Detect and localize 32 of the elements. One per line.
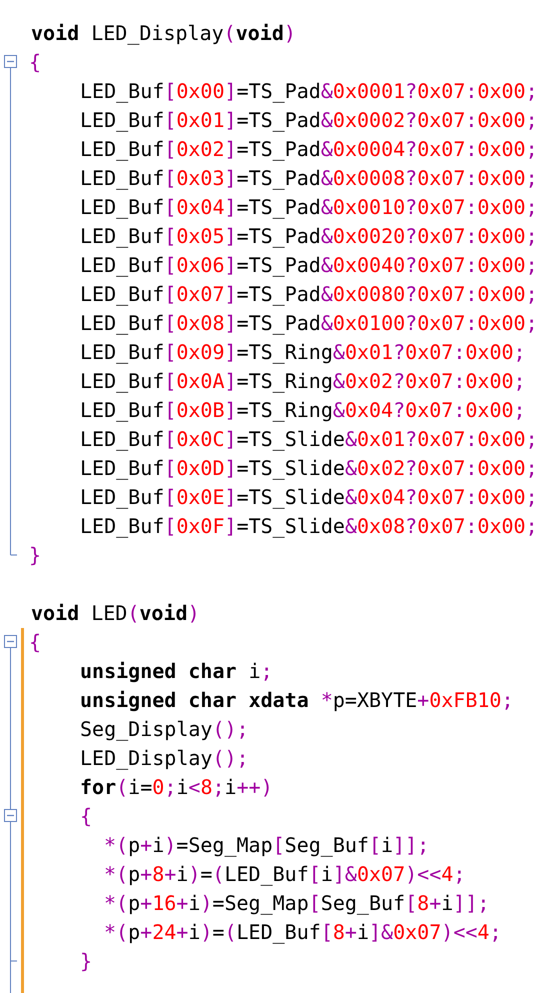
code-line: LED_Buf[0x03]=TS_Pad&0x0008?0x07:0x00; [80, 164, 538, 192]
code-line: void LED(void) [31, 600, 200, 626]
code-line: unsigned char i; [80, 658, 273, 684]
code-line: LED_Buf[0x0A]=TS_Ring&0x02?0x07:0x00; [80, 368, 526, 395]
code-line: } [80, 948, 92, 974]
code-line: LED_Buf[0x07]=TS_Pad&0x0080?0x07:0x00; [80, 280, 538, 308]
code-line: LED_Buf[0x02]=TS_Pad&0x0004?0x07:0x00; [80, 136, 538, 163]
code-line: unsigned char xdata*p=XBYTE+0xFB10; [80, 686, 514, 714]
code-line: LED_Buf[0x04]=TS_Pad&0x0010?0x07:0x00; [80, 194, 538, 221]
code-line: { [29, 628, 42, 656]
code-line: LED_Buf[0x01]=TS_Pad&0x0002?0x07:0x00; [80, 106, 538, 134]
code-line: LED_Buf[0x00]=TS_Pad&0x0001?0x07:0x00; [80, 78, 538, 105]
code-line: *(p+16+i)=Seg_Map[Seg_Buf[8+i]]; [104, 890, 490, 917]
code-line: LED_Buf[0x0F]=TS_Slide&0x08?0x07:0x00; [80, 512, 538, 540]
code-line: LED_Buf[0x05]=TS_Pad&0x0020?0x07:0x00; [80, 222, 538, 250]
code-line: LED_Buf[0x0D]=TS_Slide&0x02?0x07:0x00; [80, 454, 538, 482]
code-line: } [29, 542, 42, 568]
code-line: void LED_Display(void) [31, 20, 296, 47]
code-line: LED_Buf[0x08]=TS_Pad&0x0100?0x07:0x00; [80, 310, 538, 337]
code-line: *(p+8+i)=(LED_Buf[i]&0x07)<<4; [104, 860, 466, 888]
code-line: LED_Buf[0x0C]=TS_Slide&0x01?0x07:0x00; [80, 426, 538, 453]
code-line: for(i=0;i<8;i++) [80, 774, 273, 800]
code-line: *(p+i)=Seg_Map[Seg_Buf[i]]; [104, 832, 430, 859]
code-line: { [29, 48, 42, 76]
code-line: { [80, 802, 92, 830]
code-line: LED_Buf[0x0E]=TS_Slide&0x04?0x07:0x00; [80, 484, 538, 511]
code-line: Seg_Display(); [80, 716, 249, 743]
code-line: LED_Buf[0x0B]=TS_Ring&0x04?0x07:0x00; [80, 396, 526, 424]
code-line: *(p+24+i)=(LED_Buf[8+i]&0x07)<<4; [104, 918, 502, 946]
code-line: LED_Buf[0x09]=TS_Ring&0x01?0x07:0x00; [80, 338, 526, 366]
code-line: LED_Display(); [80, 744, 249, 772]
code-line: LED_Buf[0x06]=TS_Pad&0x0040?0x07:0x00; [80, 252, 538, 279]
